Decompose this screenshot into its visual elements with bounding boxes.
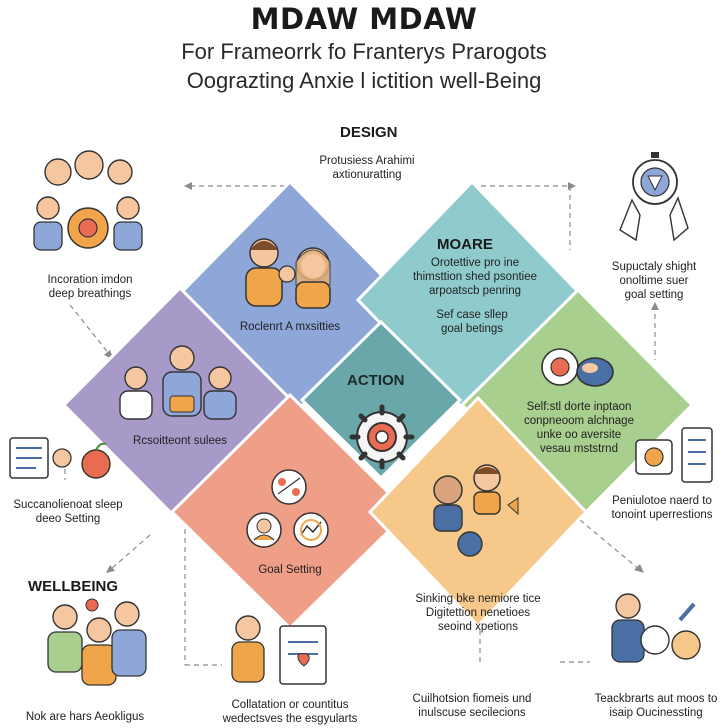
section-wellbeing: WELLBEING xyxy=(28,578,118,595)
left-top-label: Incoration imdon deep breathings xyxy=(47,274,133,300)
right-top-label: Supuctaly shight onoltime suer goal sett… xyxy=(611,261,697,301)
gear-icon xyxy=(349,404,415,470)
community-icon xyxy=(47,598,147,686)
people-pair-icon xyxy=(245,238,331,309)
chart-circle-icon xyxy=(293,512,329,548)
eye-mask-icon xyxy=(541,348,614,387)
person-badge-icon xyxy=(246,512,282,548)
arrowhead-left xyxy=(184,182,192,190)
family-group-icon xyxy=(33,150,143,251)
arrowhead-right xyxy=(568,182,576,190)
bottom-center-left-label: Collatation or countitus wedectsves the … xyxy=(222,699,358,725)
connector-left-bottom xyxy=(109,534,151,571)
arrowhead-left-bottom xyxy=(106,565,115,573)
diamond-center-action xyxy=(299,319,463,481)
section-moare: MOARE xyxy=(437,236,493,253)
blue-diamond-label: Roclenrt A mxsitties xyxy=(239,321,341,333)
stopwatch-hands-icon xyxy=(619,152,689,242)
arrowhead-right-bottom xyxy=(634,564,644,573)
left-mid-label: Succanolienoat sleep deeo Setting xyxy=(13,499,123,525)
section-action: ACTION xyxy=(347,372,405,389)
orange-diamond-label: Sinking bke nemiore tice Digitettion nen… xyxy=(415,593,541,633)
subtitle-line-1: For Frameorrk fo Franterys Prarogots xyxy=(181,39,547,64)
subtitle-line-2: Oograzting Anxie l ictition well-Being xyxy=(186,68,542,93)
right-mid-label: Peniulotoe naerd to tonoint uperrestions xyxy=(611,495,713,521)
teal-diamond-label-top: Orotettive pro ine thimsttion shed psont… xyxy=(412,257,538,297)
team-icon xyxy=(433,464,519,557)
pink-diamond-label: Goal Setting xyxy=(258,564,322,576)
clipboard-heart-icon xyxy=(231,615,327,685)
teal-diamond-label-bottom: Sef case sllep goal betings xyxy=(436,309,508,335)
section-design: DESIGN xyxy=(340,124,398,141)
bottom-center-right-label: Cuilhotsion fiomeis und inulscuse secile… xyxy=(412,693,532,719)
balance-icon xyxy=(271,469,307,505)
group-people-icon xyxy=(119,345,237,420)
person-reading-icon xyxy=(611,593,701,663)
page-title: MDAW MDAW xyxy=(250,2,478,36)
phone-checklist-icon xyxy=(635,427,713,483)
green-diamond-label: Self:stl dorte inptaon conpneoom alchnag… xyxy=(524,401,634,455)
purple-diamond-label: Rcsoitteont sulees xyxy=(133,435,227,447)
top-center-label: Protusiess Arahimi axtionuratting xyxy=(319,155,415,181)
bottom-right-label: Teackbrarts aut moos to isaip Oucinessti… xyxy=(594,693,718,719)
arrowhead-right-top xyxy=(651,302,659,310)
bottom-left-label: Nok are hars Aeokligus xyxy=(25,711,145,723)
checklist-apple-icon xyxy=(9,437,111,479)
connector-right-bottom xyxy=(579,519,641,571)
connector-left-top xyxy=(69,304,111,356)
